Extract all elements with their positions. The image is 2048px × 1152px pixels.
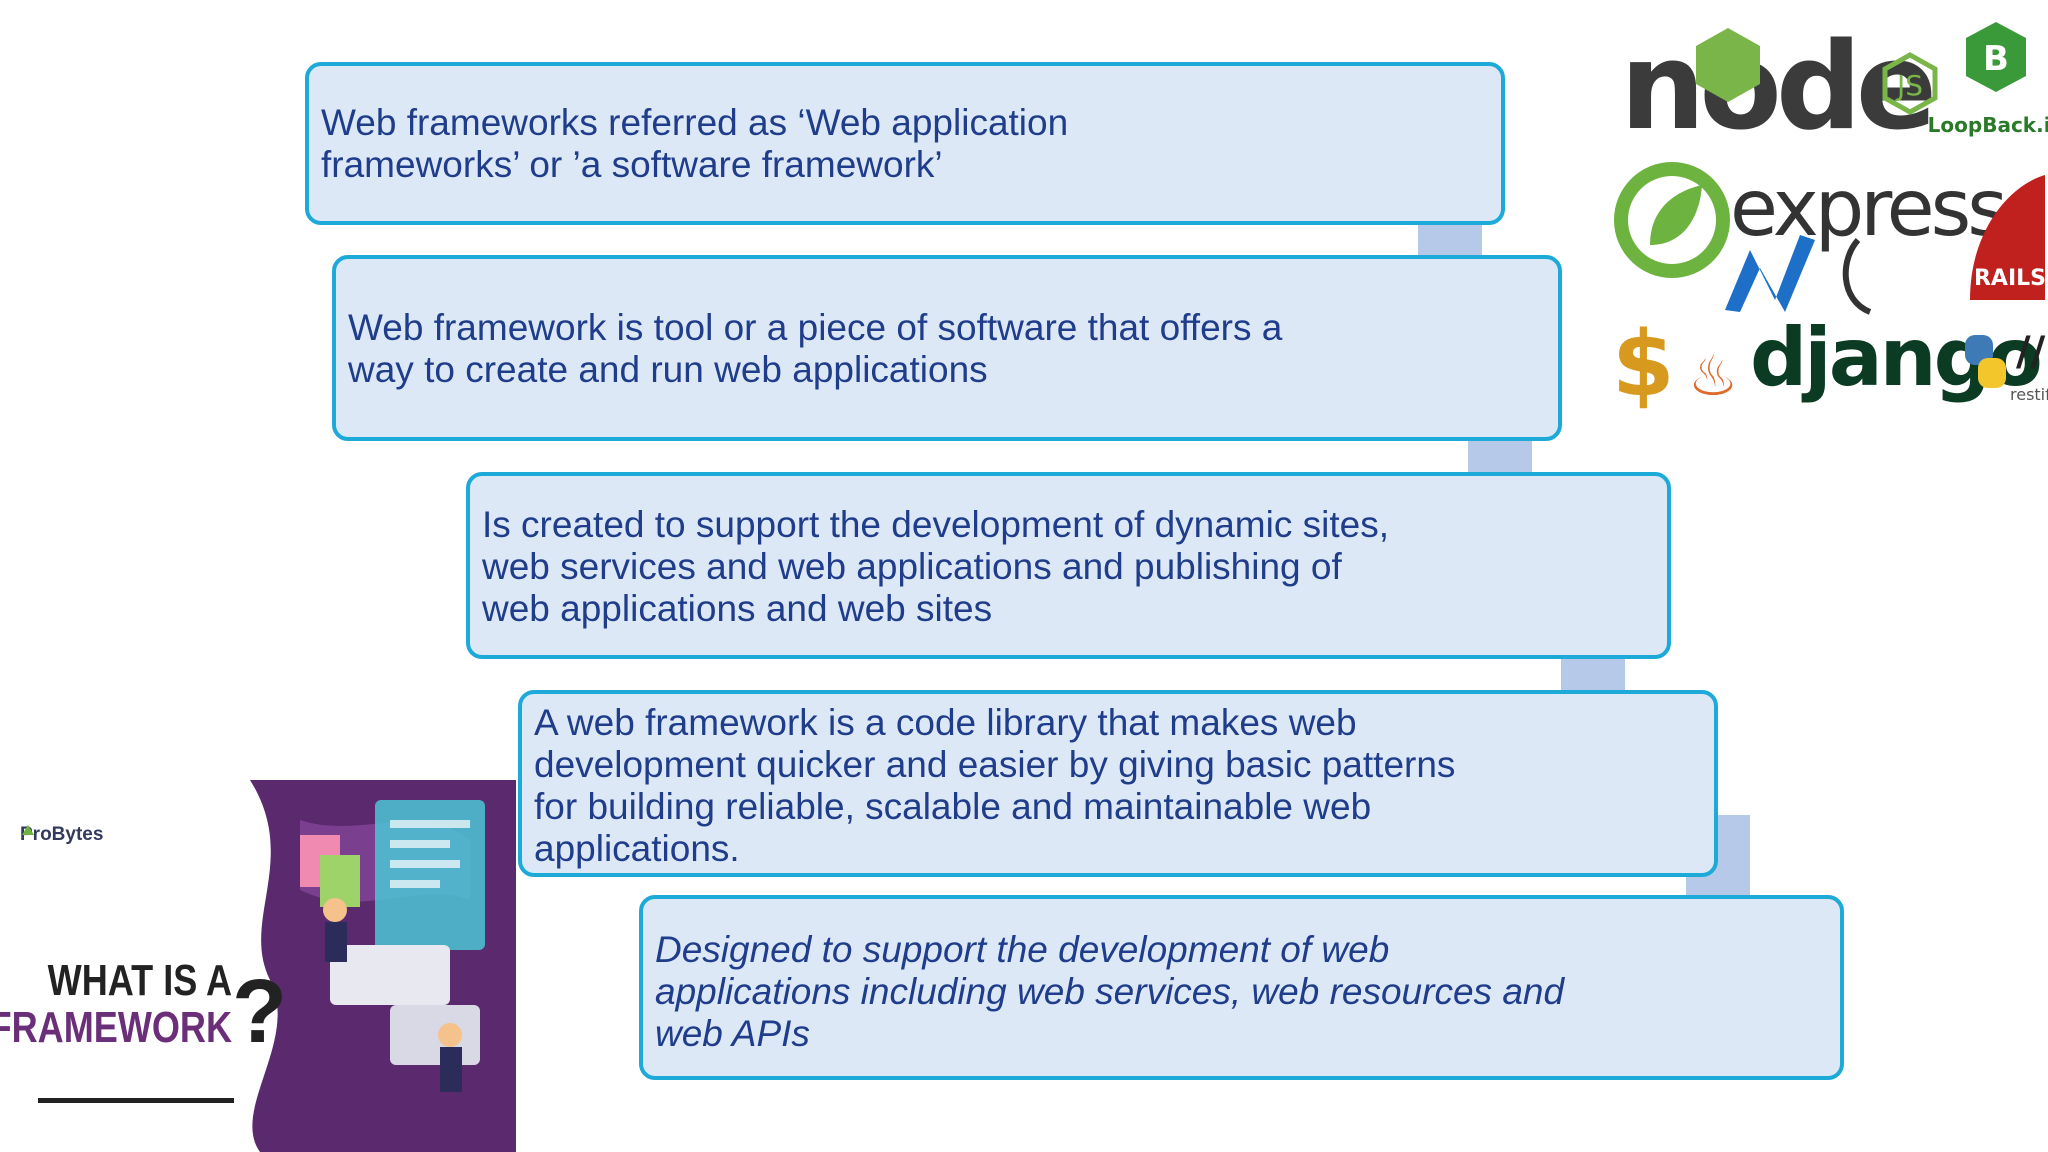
step-3-text: Is created to support the development of…: [482, 504, 1389, 629]
loopback-logo: B LoopBack.io: [1928, 22, 2048, 137]
step-box-5: Designed to support the development of w…: [639, 895, 1844, 1080]
step-box-1: Web frameworks referred as ‘Web applicat…: [305, 62, 1505, 225]
what-is-web-framework-illustration: ProBytes WHAT IS A WEB FRAMEWORK ?: [0, 780, 516, 1152]
spring-logo-icon: [1614, 162, 1730, 278]
restify-label: restify: [2010, 385, 2048, 404]
step-5-text: Designed to support the development of w…: [655, 929, 1565, 1054]
django-wordmark: django: [1750, 311, 2040, 404]
heading-underline: [38, 1098, 234, 1103]
heading-line-2: WEB FRAMEWORK: [0, 1003, 232, 1052]
question-mark: ?: [232, 962, 287, 1062]
step-1-text: Web frameworks referred as ‘Web applicat…: [321, 102, 1069, 185]
loopback-label: LoopBack.io: [1928, 113, 2048, 137]
rails-logo: RAILS: [1970, 175, 2046, 300]
step-box-4: A web framework is a code library that m…: [518, 690, 1718, 877]
step-2-text: Web framework is tool or a piece of soft…: [348, 307, 1283, 390]
dotnet-logo-icon: [1725, 235, 1815, 312]
node-hexagon-icon: [1696, 28, 1760, 102]
lambda-logo-icon: [1842, 237, 1872, 315]
step-4-text: A web framework is a code library that m…: [534, 702, 1456, 869]
java-logo-icon: ♨: [1688, 344, 1738, 409]
probytes-logo: ProBytes: [20, 824, 103, 845]
js-label: JS: [1895, 69, 1923, 102]
screen-panel-icon: [375, 800, 485, 950]
step-box-3: Is created to support the development of…: [466, 472, 1671, 659]
desk-icon: [330, 945, 450, 1005]
person-icon: [323, 898, 347, 922]
rails-label: RAILS: [1974, 266, 2046, 291]
step-box-2: Web framework is tool or a piece of soft…: [332, 255, 1562, 441]
framework-logos-collage: node JS B LoopBack.io express RAILS $ ♨ …: [1612, 18, 2048, 417]
svg-text:B: B: [1983, 39, 2009, 79]
dollar-framework-icon: $: [1612, 312, 1675, 417]
heading-line-1: WHAT IS A: [48, 956, 232, 1005]
restify-icon: //: [2016, 329, 2046, 375]
python-logo-icon: [1965, 335, 2006, 388]
nodejs-hex-icon: JS: [1882, 52, 1938, 115]
express-wordmark: express: [1730, 164, 2004, 254]
